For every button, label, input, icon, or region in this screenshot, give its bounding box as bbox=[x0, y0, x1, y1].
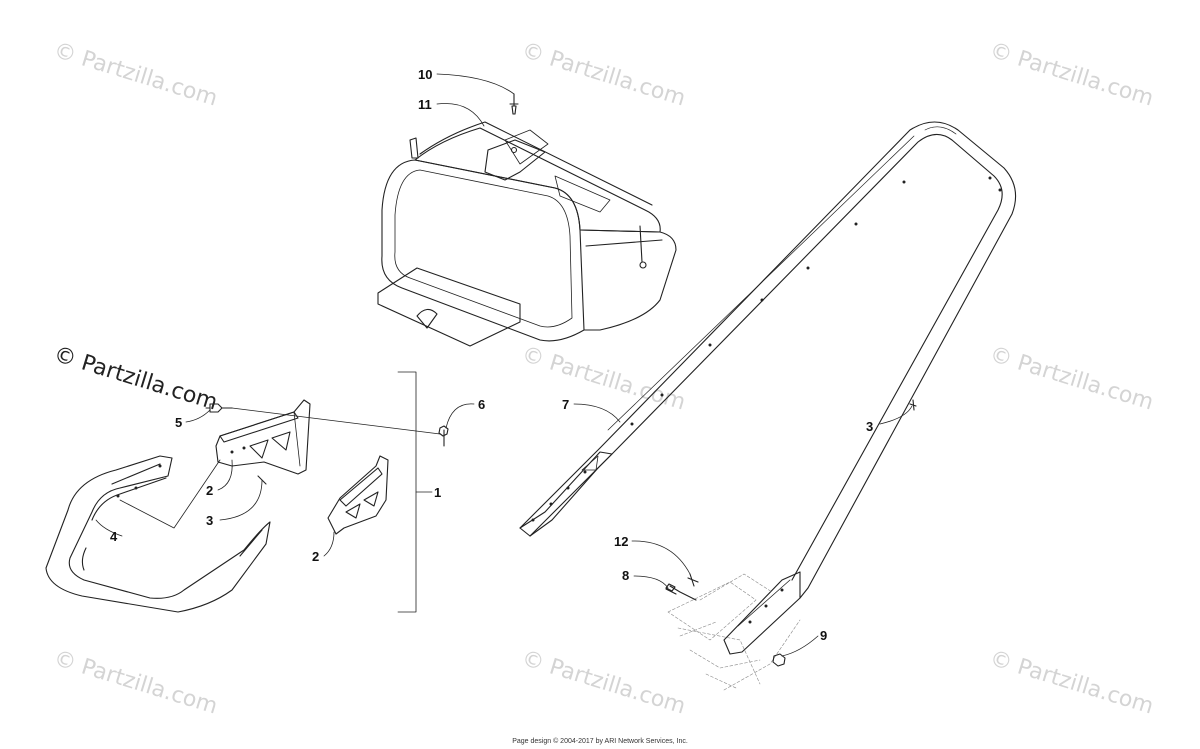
bumper bbox=[45, 455, 271, 613]
tube-frame bbox=[519, 121, 1017, 655]
callout-8: 8 bbox=[622, 568, 630, 583]
leader-lines bbox=[95, 73, 913, 657]
small-hardware bbox=[205, 403, 449, 485]
callout-6: 6 bbox=[478, 397, 486, 412]
callout-2-upper: 2 bbox=[206, 483, 214, 498]
callout-3-left: 3 bbox=[206, 513, 214, 528]
hardware-8-9-12 bbox=[665, 399, 917, 667]
callout-12: 12 bbox=[614, 534, 629, 549]
mount-area bbox=[667, 573, 801, 691]
callout-11: 11 bbox=[418, 97, 432, 112]
callout-2-lower: 2 bbox=[312, 549, 320, 564]
callout-1: 1 bbox=[434, 485, 442, 500]
bracket-lower bbox=[327, 455, 389, 535]
callout-10: 10 bbox=[418, 67, 433, 82]
callout-7: 7 bbox=[562, 397, 570, 412]
storage-bag bbox=[377, 93, 677, 347]
callout-5: 5 bbox=[175, 415, 183, 430]
callout-3-right: 3 bbox=[866, 419, 874, 434]
bracket-upper bbox=[215, 399, 311, 475]
page-footer: Page design © 2004-2017 by ARI Network S… bbox=[512, 738, 688, 745]
callout-9: 9 bbox=[820, 628, 828, 643]
callout-4: 4 bbox=[110, 529, 118, 544]
